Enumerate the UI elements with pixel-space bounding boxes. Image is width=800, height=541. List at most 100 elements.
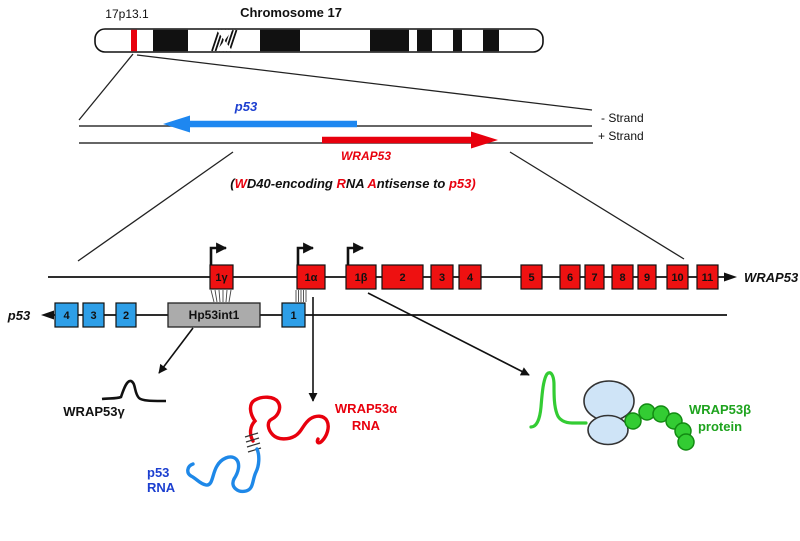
exon-box — [458, 264, 482, 290]
tss-arrows — [209, 242, 365, 266]
exon-box — [209, 264, 234, 290]
wrap53-exons: 1γ 1α 1β 2 3 4 — [209, 264, 719, 290]
exon-label: 9 — [644, 272, 650, 284]
minus-strand-label: - Strand — [601, 111, 644, 125]
hatch-line — [245, 437, 260, 443]
wrap53beta-label-line1: WRAP53β — [689, 402, 751, 417]
chromosome-band — [153, 29, 188, 52]
exon-box — [520, 264, 543, 290]
exon-box — [430, 264, 454, 290]
exon-box — [696, 264, 719, 290]
p53-exon-1: 1 — [281, 302, 306, 328]
tss-arrow-1beta — [346, 242, 365, 266]
plus-strand-label: + Strand — [598, 129, 644, 143]
wrap53beta-product: WRAP53β protein — [529, 371, 751, 451]
wrap53alpha-label-line2: RNA — [352, 418, 381, 433]
p53-exon-2: 2 — [115, 302, 137, 328]
wrap53gamma-product: WRAP53γ — [63, 379, 167, 419]
overlap-hatch-1alpha — [295, 290, 307, 302]
wrap53-exon-6: 6 — [559, 264, 581, 290]
exon-label: 4 — [467, 272, 474, 284]
protein-bead-chain — [624, 403, 695, 451]
p53-gene-arrow: p53 — [163, 99, 357, 133]
centromere-pinch-bottom — [216, 40, 233, 51]
acronym-segment: p53) — [448, 176, 476, 191]
zoom-connectors — [78, 53, 593, 121]
exon-label: 1 — [290, 310, 296, 322]
chromosome-band — [260, 29, 300, 52]
acronym-segment: R — [337, 176, 347, 191]
product-arrows — [158, 292, 530, 402]
wrap53-gene-arrow: WRAP53 — [322, 131, 498, 163]
hatch-line — [210, 289, 215, 303]
hatch-line — [228, 289, 232, 303]
p53-exon-3: 3 — [82, 302, 105, 328]
exon-box — [611, 264, 634, 290]
wrap53-exon-3: 3 — [430, 264, 454, 290]
wrap53-exon-11: 11 — [696, 264, 719, 290]
exon-label: 4 — [63, 310, 70, 322]
acronym-segment: D40-encoding — [247, 176, 337, 191]
wrap53-acronym: (WD40-encoding RNA Antisense to p53) — [230, 176, 475, 191]
hatch-line — [228, 29, 238, 52]
p53-exon-row: p53 4 3 2 Hp53int1 1 — [7, 302, 727, 328]
wrap53alpha-label-line1: WRAP53α — [335, 401, 397, 416]
acronym-segment: ( — [230, 176, 236, 191]
exon-label: 11 — [702, 272, 714, 284]
acronym-segment: W — [235, 176, 249, 191]
centromere-pinch-top — [216, 30, 233, 41]
wrap53-exon-2: 2 — [381, 264, 424, 290]
arrow-to-wrap53gamma — [158, 327, 194, 374]
wrap53-exon-5: 5 — [520, 264, 543, 290]
expansion-lines — [77, 151, 685, 262]
exon-box — [584, 264, 605, 290]
chromosome-title: Chromosome 17 — [240, 5, 342, 20]
wrap53-exon-4: 4 — [458, 264, 482, 290]
exon-box — [666, 264, 689, 290]
chromosome-band — [417, 29, 432, 52]
hatch-line — [214, 289, 218, 303]
p53-strand-label: p53 — [234, 99, 258, 114]
acronym-segment: NA — [346, 176, 367, 191]
wrap53-exon-1beta: 1β — [345, 264, 377, 290]
hatch-line — [246, 442, 261, 448]
arrow-to-wrap53beta — [367, 292, 530, 376]
exon-label: 1β — [355, 272, 368, 284]
rna-duplex: WRAP53α RNA p53 RNA — [147, 395, 397, 495]
chromosome-band-label: 17p13.1 — [105, 7, 149, 21]
expansion-line-left — [77, 151, 234, 262]
p53-exon-4: 4 — [54, 302, 79, 328]
tss-arrow-1alpha — [296, 242, 315, 266]
wrap53-gene-label: WRAP53 — [744, 270, 799, 285]
tss-arrow-1gamma — [209, 242, 228, 266]
chromosome-band — [370, 29, 409, 52]
p53-rna-label-line2: RNA — [147, 480, 176, 495]
hatch-line — [225, 289, 228, 303]
expansion-line-right — [509, 151, 685, 260]
wrap53-exon-8: 8 — [611, 264, 634, 290]
intron-label: Hp53int1 — [189, 308, 240, 322]
exon-label: 1α — [305, 272, 318, 284]
exon-box — [345, 264, 377, 290]
wrap53-strand-label: WRAP53 — [341, 149, 391, 163]
p53-rna-squiggle — [186, 447, 261, 494]
strand-view: - Strand + Strand p53 WRAP53 (WD40-encod… — [79, 99, 644, 191]
ribosome-small-subunit — [587, 414, 629, 446]
protein-bead — [677, 433, 695, 451]
exon-box — [559, 264, 581, 290]
exon-label: 3 — [90, 310, 96, 322]
wrap53gamma-label: WRAP53γ — [63, 404, 125, 419]
p53-gene-label: p53 — [7, 308, 31, 323]
exon-box — [54, 302, 79, 328]
wrap53-exon-10: 10 — [666, 264, 689, 290]
wrap53-exon-row: WRAP53 1γ 1α 1β 2 — [48, 242, 799, 303]
overlap-hatch-1gamma — [210, 289, 232, 303]
p53-gene-line-arrowhead — [41, 310, 54, 320]
exon-box — [82, 302, 105, 328]
exon-label: 3 — [439, 272, 445, 284]
wrap53gamma-rna-squiggle — [101, 379, 167, 403]
exon-label: 7 — [591, 272, 597, 284]
exon-label: 1γ — [215, 272, 228, 284]
